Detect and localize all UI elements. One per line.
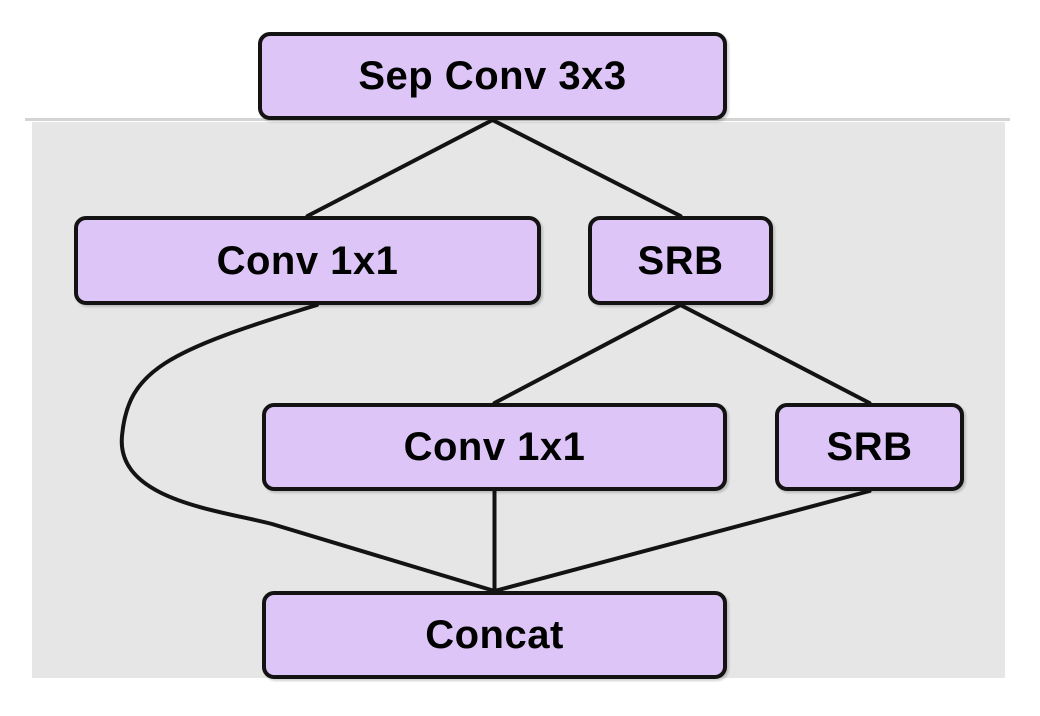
node-label-conv-1x1-b: Conv 1x1	[403, 425, 586, 469]
node-srb-b[interactable]: SRB	[775, 403, 964, 491]
node-sep-conv-3x3[interactable]: Sep Conv 3x3	[258, 32, 727, 120]
node-concat[interactable]: Concat	[262, 591, 727, 679]
node-conv-1x1-a[interactable]: Conv 1x1	[74, 216, 541, 305]
node-label-concat: Concat	[425, 613, 564, 657]
node-label-sep-conv-3x3: Sep Conv 3x3	[358, 54, 627, 98]
node-conv-1x1-b[interactable]: Conv 1x1	[262, 403, 727, 491]
node-label-srb-b: SRB	[826, 425, 913, 469]
node-srb-a[interactable]: SRB	[588, 216, 773, 305]
node-label-srb-a: SRB	[637, 238, 724, 283]
node-label-conv-1x1-a: Conv 1x1	[216, 238, 399, 283]
